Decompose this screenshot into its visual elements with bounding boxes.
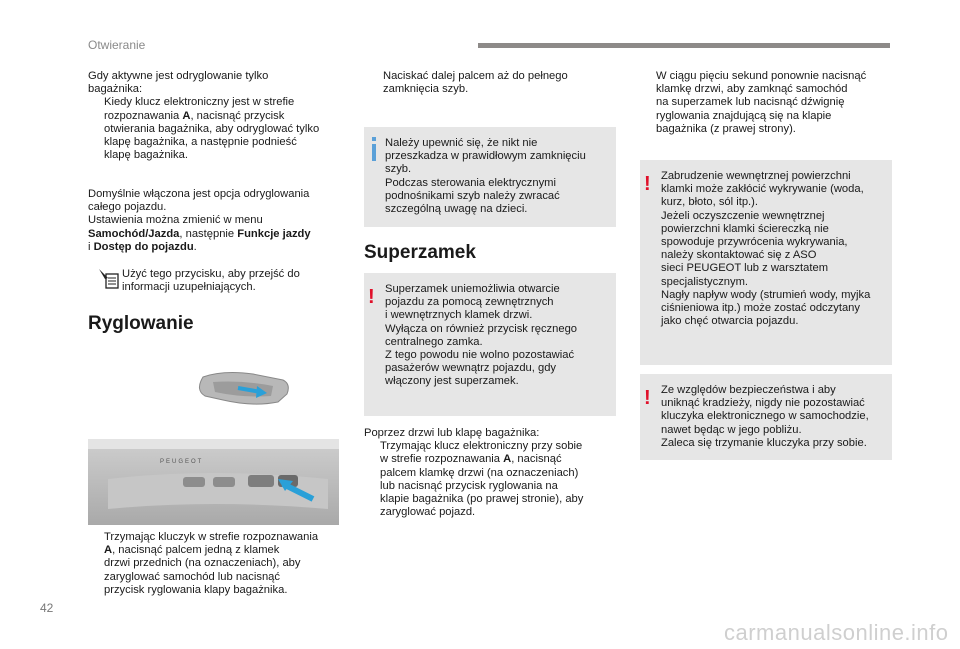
text-line: włączony jest superzamek. [385,375,519,388]
info-icon [372,137,376,161]
text-line: palcem klamkę drzwi (na oznaczeniach) [380,466,579,479]
tip-text: Użyć tego przycisku, aby przejść do info… [122,268,352,294]
text-line: klamki może zakłócić wykrywanie (woda, [661,183,864,196]
text-line: przeszkadza w prawidłowym zamknięciu [385,150,586,163]
text-line: Zabrudzenie wewnętrznej powierzchni [661,170,851,182]
column-1-para2: Domyślnie włączona jest opcja odryglowan… [88,188,348,254]
text-line: Domyślnie włączona jest opcja odryglowan… [88,188,310,200]
text-line: Z tego powodu nie wolno pozostawiać [385,349,575,362]
door-handle-illustration [183,352,293,432]
section-title: Otwieranie [88,38,146,52]
header-bar [478,43,890,48]
warning-box-superzamek: ! Superzamek uniemożliwia otwarcie pojaz… [364,273,616,416]
text-line: i Dostęp do pojazdu. [88,240,197,253]
trunk-brand-label: PEUGEOT [160,459,204,465]
text-line: zamknięcia szyb. [383,83,469,96]
text-line: powierzchni klamki ściereczką nie [661,222,829,235]
column-1-bottom: Trzymając kluczyk w strefie rozpoznawani… [88,531,348,597]
text-line: Trzymając klucz elektroniczny przy sobie [380,440,583,453]
text-line: przycisk ryglowania klapy bagażnika. [104,583,288,596]
text-line: szczególną uwagę na dzieci. [385,203,528,216]
text-line: W ciągu pięciu sekund ponownie nacisnąć [656,70,867,82]
text-line: bagażnika: [88,83,143,96]
text-line: klapę bagażnika. [104,149,188,162]
text-line: Gdy aktywne jest odryglowanie tylko [88,70,269,82]
text-line: centralnego zamka. [385,335,483,348]
text-line: Wyłącza on również przycisk ręcznego [385,322,578,335]
warning-icon: ! [644,387,651,409]
text-line: Nagły napływ wody (strumień wody, myjka [661,288,871,301]
text-line: Użyć tego przycisku, aby przejść do [122,268,300,280]
text-line: należy skontaktować się z ASO [661,249,817,262]
warning-box-safety: ! Ze względów bezpieczeństwa i aby unikn… [640,374,892,460]
text-line: klapie bagażnika (po prawej stronie), ab… [380,493,584,506]
text-line: na superzamek lub nacisnąć dźwignię [656,96,845,109]
text-line: otwierania bagażnika, aby odryglować tyl… [104,122,320,135]
text-line: pojazdu za pomocą zewnętrznych [385,296,554,309]
text-line: Naciskać dalej palcem aż do pełnego [383,70,568,82]
text-line: i wewnętrznych klamek drzwi. [385,309,533,322]
text-line: klapę bagażnika, a następnie podnieść [104,136,297,149]
text-line: drzwi przednich (na oznaczeniach), aby [104,557,301,570]
text-line: rozpoznawania A, nacisnąć przycisk [104,109,285,122]
bullet-item: W ciągu pięciu sekund ponownie nacisnąć … [640,70,895,136]
text-line: spowoduje przywrócenia wykrywania, [661,236,848,249]
column-2-top: Naciskać dalej palcem aż do pełnego zamk… [383,70,623,96]
warning-box-dirt: ! Zabrudzenie wewnętrznej powierzchni kl… [640,160,892,365]
bullet-item: Kiedy klucz elektroniczny jest w strefie… [88,96,348,162]
text-line: Samochód/Jazda, następnie Funkcje jazdy [88,227,311,240]
text-line: Ustawienia można zmienić w menu [88,214,263,227]
text-line: Poprzez drzwi lub klapę bagażnika: [364,427,540,439]
text-line: ciśnieniowa itp.) może zostać odczytany [661,302,860,315]
text-line: Superzamek uniemożliwia otwarcie [385,283,560,295]
text-line: jako chęć otwarcia pojazdu. [661,315,799,328]
text-line: Ze względów bezpieczeństwa i aby [661,384,836,396]
text-line: nawet będąc w jego pobliżu. [661,423,802,436]
page-number: 42 [40,601,54,615]
text-line: Jeżeli oczyszczenie wewnętrznej [661,209,825,222]
warning-icon: ! [644,173,651,195]
text-line: Należy upewnić się, że nikt nie [385,137,538,149]
text-line: Trzymając kluczyk w strefie rozpoznawani… [104,531,319,543]
warning-icon: ! [368,286,375,308]
column-1: Gdy aktywne jest odryglowanie tylko baga… [88,70,348,162]
text-line: Zaleca się trzymanie kluczyka przy sobie… [661,436,867,449]
column-2-bottom: Poprzez drzwi lub klapę bagażnika: Trzym… [364,427,619,519]
bullet-item: Trzymając kluczyk w strefie rozpoznawani… [88,531,348,597]
watermark: carmanualsonline.info [724,620,949,645]
trunk-button-illustration [88,439,339,525]
text-line: ryglowania znajdującą się na klapie [656,109,832,122]
book-pointer-icon [99,269,119,289]
text-line: całego pojazdu. [88,201,167,214]
text-line: w strefie rozpoznawania A, nacisnąć [380,453,562,466]
text-line: informacji uzupełniających. [122,281,256,294]
text-line: uniknąć kradzieży, nigdy nie pozostawiać [661,397,865,410]
bullet-item: Trzymając klucz elektroniczny przy sobie… [364,440,619,519]
text-line: A, nacisnąć palcem jedną z klamek [104,544,280,557]
text-line: kurz, błoto, sól itp.). [661,196,758,209]
text-line: podnośnikami szyb należy zwracać [385,189,560,202]
text-line: kluczyka elektronicznego w samochodzie, [661,410,869,423]
text-line: szyb. [385,163,412,176]
text-line: Podczas sterowania elektrycznymi [385,176,556,189]
text-line: Kiedy klucz elektroniczny jest w strefie [104,96,295,109]
text-line: pasażerów wewnątrz pojazdu, gdy [385,362,557,375]
text-line: sieci PEUGEOT lub z warsztatem [661,262,829,275]
heading-ryglowanie: Ryglowanie [88,313,194,334]
text-line: lub nacisnąć przycisk ryglowania na [380,479,558,492]
info-box: Należy upewnić się, że nikt nie przeszka… [364,127,616,227]
text-line: zaryglować samochód lub nacisnąć [104,570,280,583]
column-3-top: W ciągu pięciu sekund ponownie nacisnąć … [640,70,895,136]
text-line: bagażnika (z prawej strony). [656,122,796,135]
heading-superzamek: Superzamek [364,242,476,263]
text-line: zaryglować pojazd. [380,506,476,519]
text-line: klamkę drzwi, aby zamknąć samochód [656,83,848,96]
text-line: specjalistycznym. [661,275,749,288]
